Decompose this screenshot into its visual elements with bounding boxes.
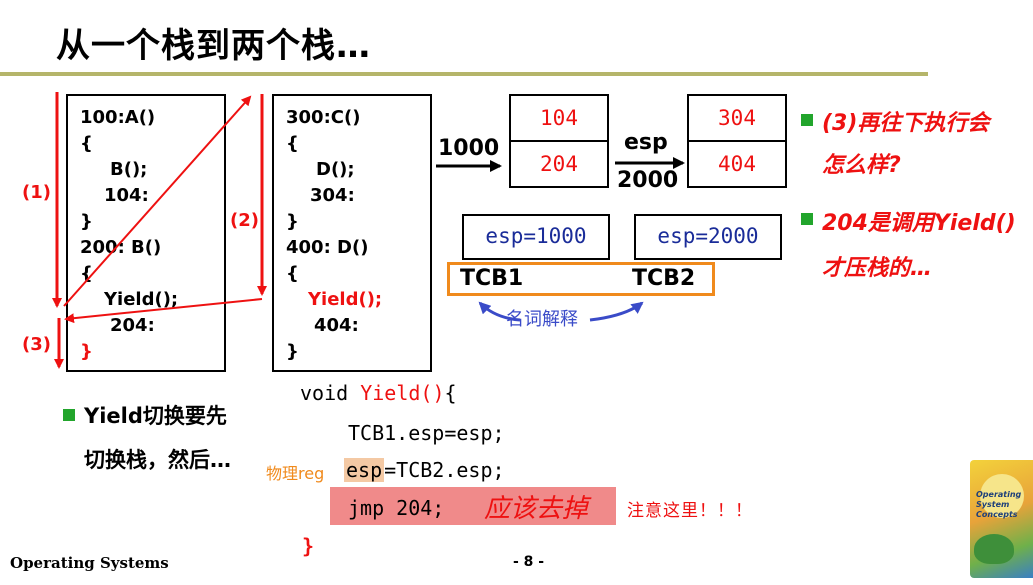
term-note: 名词解释: [506, 309, 578, 330]
slide-title: 从一个栈到两个栈…: [56, 26, 371, 66]
esp-box-2: esp=2000: [634, 214, 782, 260]
page-number: - 8 -: [513, 554, 545, 570]
arrow-diagonal: [63, 95, 252, 307]
stack2-cell: 404: [687, 140, 787, 188]
stack2-cell: 304: [687, 94, 787, 142]
tcb-frame: [447, 262, 715, 296]
code-right-line: D();: [316, 159, 355, 180]
tcb2-label: TCB2: [632, 266, 696, 291]
stack1-address: 1000: [438, 136, 500, 161]
stack2-address: 2000: [617, 168, 679, 193]
yield-sig-void: void: [300, 381, 349, 405]
logo-text: Operating System Concepts: [976, 490, 1022, 519]
physical-reg-note: 物理reg: [266, 464, 325, 483]
arrow-label-3: (3): [22, 334, 51, 355]
stack2-esp-label: esp: [624, 130, 668, 155]
code-left-line: 204:: [110, 315, 155, 336]
yield-signature: void Yield(){: [300, 381, 457, 405]
code-left-line: }: [80, 341, 93, 362]
yield-sig-name: Yield(): [360, 381, 445, 405]
arrow-label-1: (1): [22, 182, 51, 203]
tcb1-label: TCB1: [460, 266, 524, 291]
bullet-left-line1: Yield切换要先: [84, 404, 227, 428]
title-divider: [0, 72, 928, 76]
stack1-cell: 204: [509, 140, 609, 188]
logo-sun-shape: [980, 474, 1024, 518]
code-right-line: }: [286, 341, 299, 362]
yield-line-2-esp: esp: [344, 458, 385, 482]
bullet-right-1-line1: (3)再往下执行会: [822, 111, 990, 136]
arrow-note-left: [478, 301, 521, 322]
code-box-right: 300:C() { D(); 304: } 400: D() { Yield()…: [272, 94, 432, 372]
code-left-line: 200: B(): [80, 237, 162, 258]
arrow-note-right: [589, 301, 644, 322]
bullet-marker: [801, 114, 813, 126]
jmp-highlight: [330, 487, 616, 525]
arrow-label-2: (2): [230, 210, 259, 231]
code-left-line: }: [80, 211, 93, 232]
code-right-line: 404:: [314, 315, 359, 336]
esp-box-1: esp=1000: [462, 214, 610, 260]
code-right-line: 300:C(): [286, 107, 361, 128]
stack1-cell: 104: [509, 94, 609, 142]
yield-line-2-rest: =TCB2.esp;: [384, 458, 505, 482]
yield-sig-brace: {: [444, 381, 457, 405]
code-left-line: Yield();: [104, 289, 179, 310]
code-box-left: 100:A() { B(); 104: } 200: B() { Yield()…: [66, 94, 226, 372]
code-left-line: B();: [110, 159, 148, 180]
bullet-right-2-line2: 才压栈的…: [822, 256, 933, 281]
arrow-return: [64, 298, 263, 324]
warning-note: 注意这里！！！: [627, 501, 753, 521]
bullet-marker: [63, 409, 75, 421]
code-right-line: 400: D(): [286, 237, 369, 258]
bullet-marker: [801, 213, 813, 225]
code-right-line: Yield();: [308, 289, 383, 310]
yield-line-1: TCB1.esp=esp;: [348, 421, 505, 445]
code-left-line: 104:: [104, 185, 149, 206]
bullet-right-1-line2: 怎么样?: [822, 153, 901, 178]
yield-line-2: esp=TCB2.esp;: [344, 458, 505, 482]
code-right-line: 304:: [310, 185, 355, 206]
bullet-right-2-line1: 204是调用Yield(): [822, 211, 1016, 236]
remove-note: 应该去掉: [484, 494, 589, 524]
code-right-line: {: [286, 263, 299, 284]
yield-line-3: jmp 204;: [348, 496, 445, 520]
code-left-line: {: [80, 133, 93, 154]
bullet-left-line2: 切换栈，然后…: [84, 448, 231, 472]
code-right-line: }: [286, 211, 299, 232]
book-logo: Operating System Concepts: [970, 460, 1033, 578]
yield-close-brace: }: [302, 534, 315, 558]
code-right-line: {: [286, 133, 299, 154]
code-left-line: 100:A(): [80, 107, 156, 128]
footer-course: Operating Systems: [10, 554, 169, 572]
logo-dino-shape: [974, 534, 1014, 564]
